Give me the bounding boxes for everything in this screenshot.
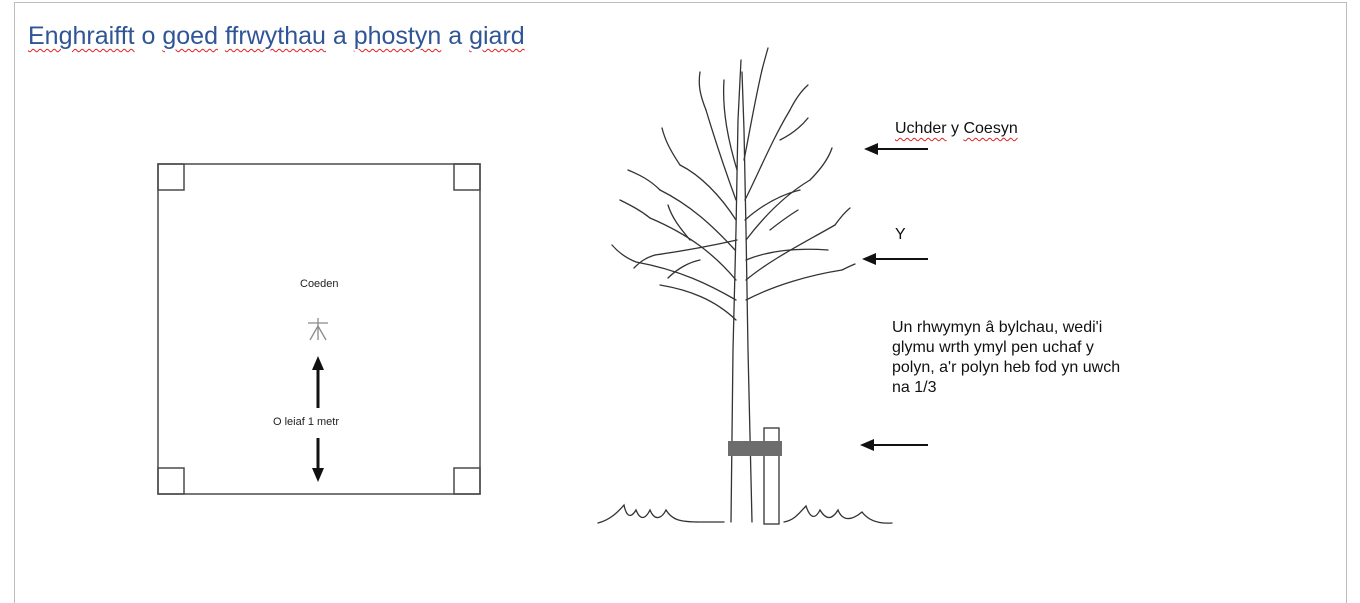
stem-height-word-1: Uchder xyxy=(895,120,947,137)
distance-label: O leiaf 1 metr xyxy=(273,416,340,428)
y-label: Y xyxy=(895,226,906,243)
arrow-tie-note xyxy=(860,439,928,451)
grass-left xyxy=(597,503,725,524)
tree-plan-label: Coeden xyxy=(300,278,339,290)
arrow-y xyxy=(862,253,928,265)
stem-height-word-2: y xyxy=(946,120,964,137)
corner-post-top-left xyxy=(157,163,185,191)
page-title: Enghraifft o goed ffrwythau a phostyn a … xyxy=(28,22,525,51)
title-word-3: goed xyxy=(162,22,218,50)
tree-trunk-left xyxy=(730,59,742,523)
distance-arrow-down xyxy=(312,438,324,482)
tree-trunk-right xyxy=(741,71,753,523)
title-word-5: ffrwythau xyxy=(224,22,326,50)
tie-note: Un rhwymyn â bylchau, wedi'i glymu wrth … xyxy=(892,319,1121,396)
corner-post-bottom-right xyxy=(453,467,481,495)
title-word-9: giard xyxy=(469,22,525,50)
arrow-stem-height xyxy=(864,143,928,155)
tree-drawing xyxy=(597,47,893,524)
grass-right xyxy=(783,504,893,524)
plan-square xyxy=(157,163,481,495)
diagram-canvas xyxy=(157,47,928,525)
corner-post-bottom-left xyxy=(157,467,185,495)
tree-symbol xyxy=(308,318,328,341)
stem-height-word-3: Coesyn xyxy=(963,120,1018,137)
distance-arrow-up xyxy=(312,356,324,408)
page-frame xyxy=(14,2,1347,603)
title-word-8: a xyxy=(441,22,470,50)
title-word-2: o xyxy=(134,22,163,50)
corner-post-top-right xyxy=(453,163,481,191)
title-word-7: phostyn xyxy=(353,22,442,50)
title-word-6: a xyxy=(325,22,354,50)
tree-tie-band xyxy=(728,441,782,456)
title-word-1: Enghraifft xyxy=(28,22,135,50)
plan-outline xyxy=(157,163,481,495)
stem-height-label: Uchder y Coesyn xyxy=(895,120,1018,138)
